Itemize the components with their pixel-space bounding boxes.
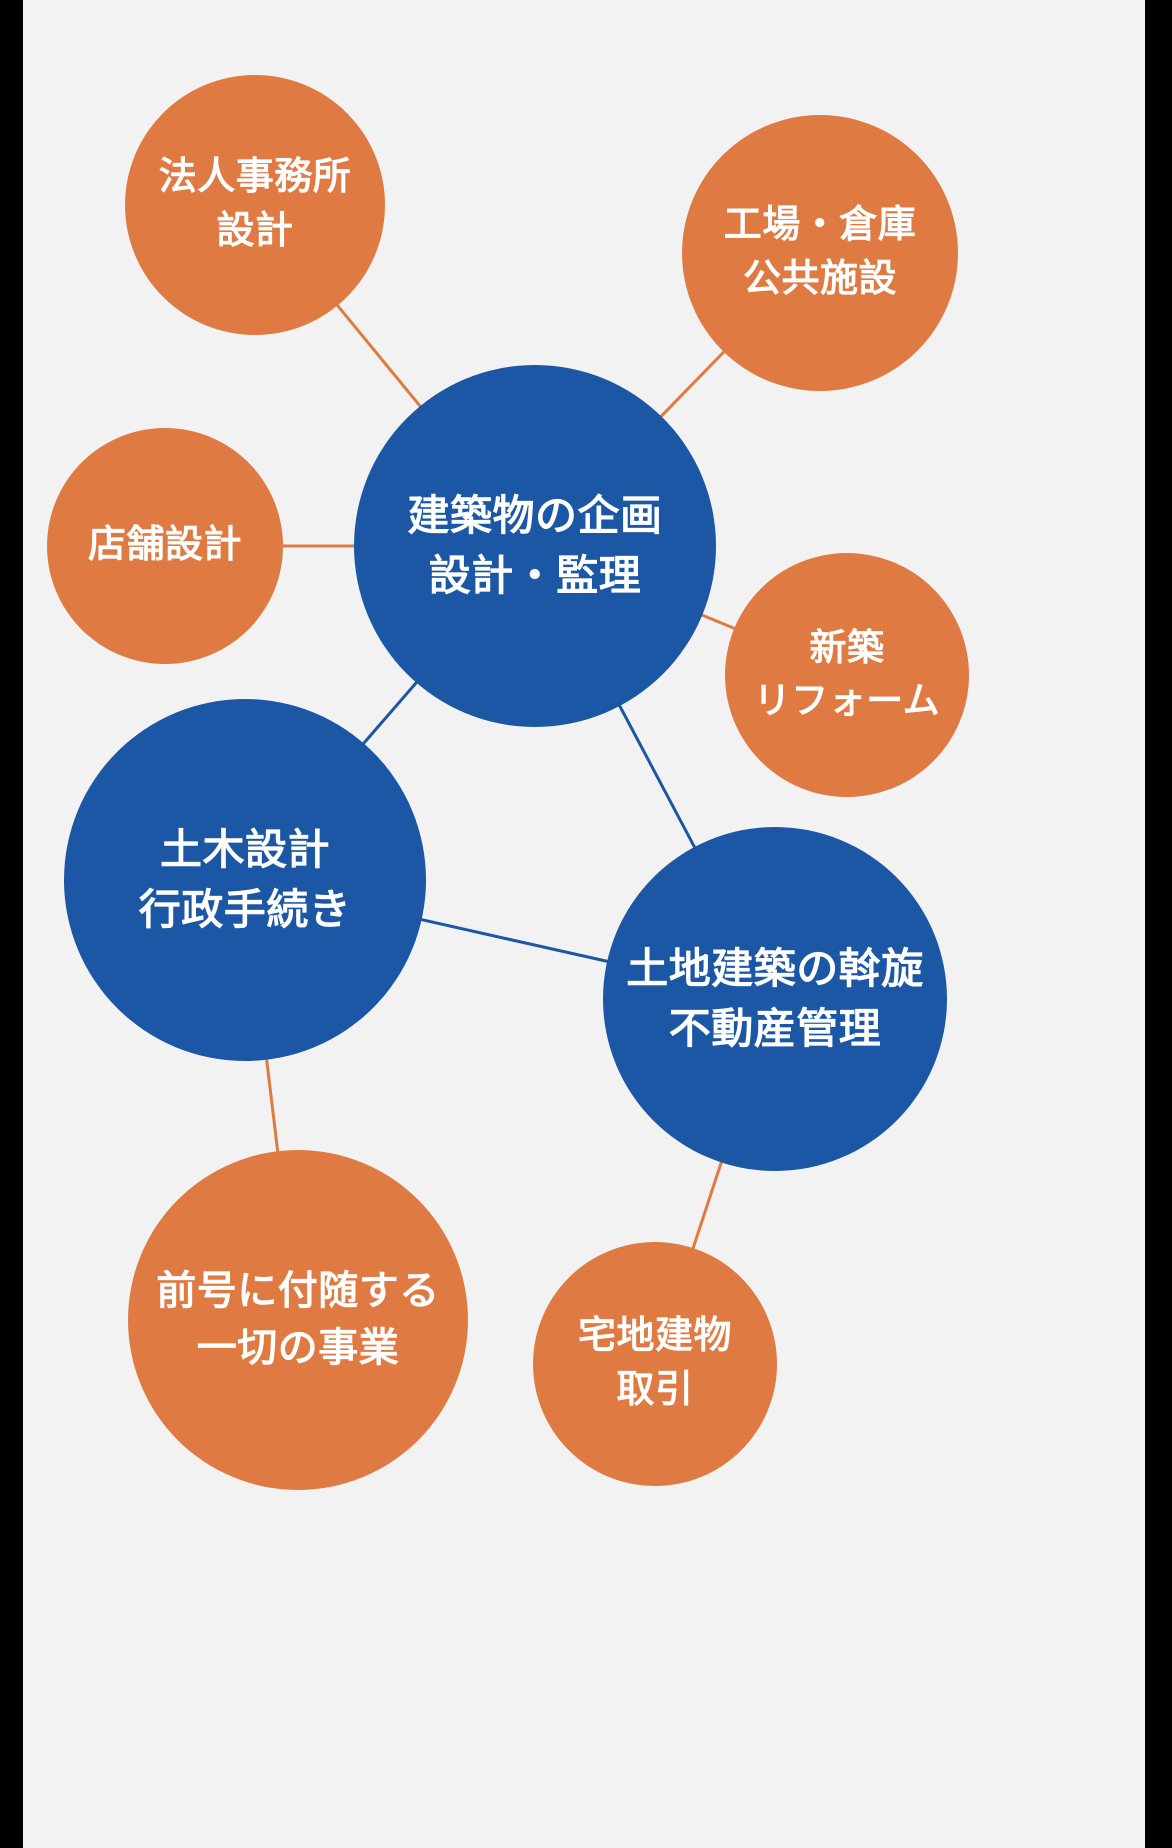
node-label-line: 宅地建物 xyxy=(577,1315,732,1358)
edge-center-to-land xyxy=(617,703,697,850)
node-label-line: リフォーム xyxy=(753,680,941,721)
node-label-line: 設計 xyxy=(216,210,294,252)
edge-center-to-civil xyxy=(361,680,419,746)
edge-factory-to-center xyxy=(658,349,727,419)
node-label-line: 不動産管理 xyxy=(668,1005,882,1052)
node-label-line: 新築 xyxy=(809,627,885,669)
edge-land-to-transaction xyxy=(691,1160,724,1251)
node-label-line: 土木設計 xyxy=(159,826,330,874)
edge-civil-to-land xyxy=(419,917,610,964)
node-all-incidental-businesses[interactable]: 前号に付随する一切の事業 xyxy=(128,1150,468,1490)
edge-corporate-office-to-center xyxy=(335,302,423,409)
node-label-line: 土地建築の斡旋 xyxy=(626,945,924,993)
node-label-line: 建築物の企画 xyxy=(407,492,663,540)
node-label-line: 取引 xyxy=(616,1369,694,1411)
edge-center-to-reform xyxy=(699,613,737,631)
node-real-estate-transaction[interactable]: 宅地建物取引 xyxy=(533,1242,777,1486)
node-label-line: 公共施設 xyxy=(742,258,897,300)
node-new-build-reform[interactable]: 新築リフォーム xyxy=(725,553,969,797)
node-label-line: 工場・倉庫 xyxy=(723,204,917,247)
node-label-line: 法人事務所 xyxy=(158,156,352,199)
edge-civil-to-incidental xyxy=(264,1057,280,1154)
node-building-planning-design-supervision[interactable]: 建築物の企画設計・監理 xyxy=(354,365,716,727)
diagram-canvas: 法人事務所設計工場・倉庫公共施設店舗設計建築物の企画設計・監理新築リフォーム土木… xyxy=(23,0,1145,1848)
node-store-design[interactable]: 店舗設計 xyxy=(47,428,283,664)
node-label-line: 設計・監理 xyxy=(428,552,642,599)
node-label-line: 店舗設計 xyxy=(87,524,242,567)
node-corporate-office-design[interactable]: 法人事務所設計 xyxy=(125,75,385,335)
node-civil-engineering-administrative-procedures[interactable]: 土木設計行政手続き xyxy=(64,699,426,1061)
node-factory-warehouse-public-facility[interactable]: 工場・倉庫公共施設 xyxy=(682,115,958,391)
node-label-line: 行政手続き xyxy=(138,886,352,933)
node-land-building-brokerage-realestate-management[interactable]: 土地建築の斡旋不動産管理 xyxy=(603,827,947,1171)
node-label-line: 前号に付随する xyxy=(156,1269,440,1314)
node-label-line: 一切の事業 xyxy=(196,1326,400,1370)
